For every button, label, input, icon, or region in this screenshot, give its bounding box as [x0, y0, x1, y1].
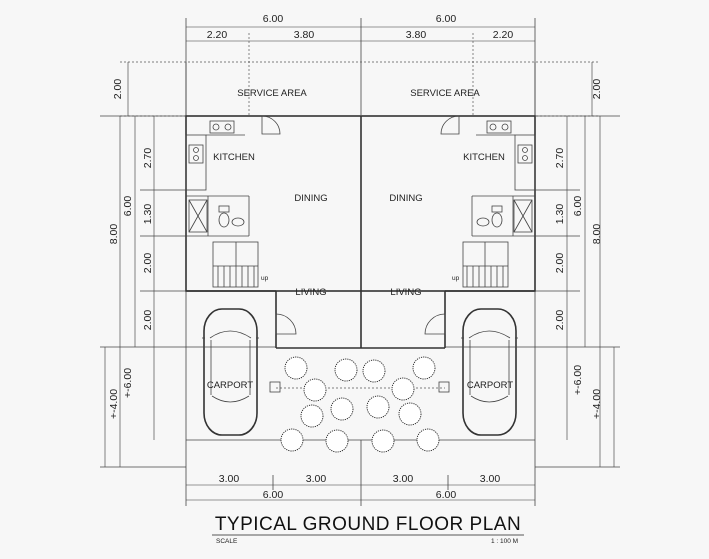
dim-left-eight: 8.00	[108, 224, 120, 245]
dim-right-kitchen: 2.70	[554, 148, 566, 169]
dim-bottom-total-right: 6.00	[436, 489, 457, 501]
top-dimensions: 6.00 6.00 2.20 3.80 3.80 2.20	[185, 13, 536, 115]
dim-left-stair: 2.00	[142, 253, 154, 274]
dim-right-service: 2.00	[591, 79, 603, 100]
room-service-area-right: SERVICE AREA	[410, 88, 480, 99]
room-dining-right: DINING	[389, 193, 422, 204]
dim-top-total-right: 6.00	[436, 13, 457, 25]
right-dimensions: 2.00 2.70 6.00 1.30 8.00 2.00 2.00 +-6.0…	[445, 62, 620, 468]
dim-right-plus-six: +-6.00	[572, 365, 584, 395]
dim-bottom-c: 3.00	[393, 473, 414, 485]
bottom-dimensions: 3.00 3.00 3.00 3.00 6.00 6.00	[185, 440, 536, 506]
dim-top-b: 3.80	[294, 29, 315, 41]
room-kitchen-right: KITCHEN	[463, 152, 505, 163]
dim-bottom-total-left: 6.00	[263, 489, 284, 501]
scale-value: 1 : 100 M	[491, 538, 518, 545]
dim-right-six: 6.00	[572, 196, 584, 217]
dim-left-kitchen: 2.70	[142, 148, 154, 169]
dim-bottom-b: 3.00	[306, 473, 327, 485]
room-carport-left: CARPORT	[207, 380, 253, 391]
scale-label: SCALE	[216, 538, 238, 545]
dim-left-plus-six: +-6.00	[122, 368, 134, 398]
stair-up-label-right: up	[452, 275, 460, 282]
dim-top-c: 3.80	[406, 29, 427, 41]
dim-left-plus-four: +-4.00	[108, 389, 120, 419]
car-right	[461, 308, 518, 436]
car-left	[202, 308, 259, 436]
dim-right-bath: 1.30	[554, 204, 566, 225]
dim-bottom-a: 3.00	[219, 473, 240, 485]
dim-left-six: 6.00	[122, 196, 134, 217]
house-walls: up up	[185, 115, 536, 441]
title-block: TYPICAL GROUND FLOOR PLAN SCALE 1 : 100 …	[212, 514, 524, 545]
plan-title: TYPICAL GROUND FLOOR PLAN	[215, 514, 521, 535]
dim-left-service: 2.00	[112, 79, 124, 100]
dim-right-carport-top: 2.00	[554, 310, 566, 331]
dim-top-a: 2.20	[207, 29, 228, 41]
room-living-left: LIVING	[295, 287, 326, 298]
dim-right-stair: 2.00	[554, 253, 566, 274]
stair-up-label-left: up	[261, 275, 269, 282]
room-kitchen-left: KITCHEN	[213, 152, 255, 163]
dim-top-d: 2.20	[493, 29, 514, 41]
dim-bottom-d: 3.00	[480, 473, 501, 485]
left-dimensions: 2.00 2.70 6.00 1.30 8.00 2.00 2.00 +-6.0…	[100, 62, 276, 468]
room-carport-right: CARPORT	[467, 380, 513, 391]
dim-top-total-left: 6.00	[263, 13, 284, 25]
room-dining-left: DINING	[294, 193, 327, 204]
dim-left-bath: 1.30	[142, 204, 154, 225]
dim-right-eight: 8.00	[591, 224, 603, 245]
room-living-right: LIVING	[390, 287, 421, 298]
dim-left-carport-top: 2.00	[142, 310, 154, 331]
dim-right-plus-four: +-4.00	[591, 389, 603, 419]
room-service-area-left: SERVICE AREA	[237, 88, 307, 99]
garden-trees	[269, 356, 450, 453]
service-area-zone: SERVICE AREA SERVICE AREA	[120, 61, 600, 117]
